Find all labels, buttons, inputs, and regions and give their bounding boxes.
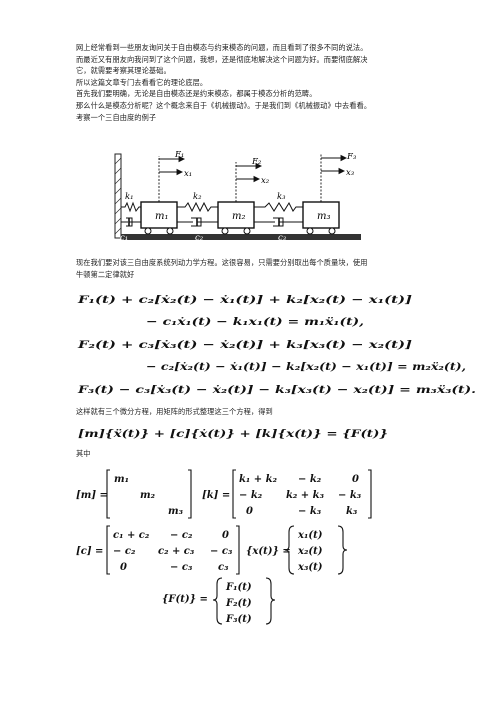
force-label-1: F₁ [174,150,184,160]
k-entry: k₁ + k₂ [239,474,278,485]
f-vector-label: {F(t)} = [162,594,208,605]
force-label-3: F₃ [346,152,357,162]
k-entry: − k₂ [298,474,322,485]
k-matrix-label: [k] = [202,490,230,501]
m-matrix-label: [m] = [76,490,108,501]
k-entry: 0 [352,474,359,485]
spring-2 [177,201,218,213]
spring-1 [121,201,141,213]
spring-label-2: k₂ [193,192,202,202]
mass-label-3: m₃ [317,211,331,222]
wheels [144,227,336,235]
intro-line: 首先我们要明确，无论是自由模态还是约束模态，都属于模态分析的范畴。 [76,89,317,99]
c-entry: − c₂ [113,546,136,557]
disp-label-2: x₂ [261,176,270,186]
spring-label-1: k₁ [125,192,134,202]
damper-label-3: c₃ [278,233,287,243]
intro-line: 它，就需要考察其理论基础。 [76,66,171,76]
where-label: 其中 [76,448,436,460]
k-matrix-brackets [232,469,372,519]
equation-1a: F₁(t) + c₂[ẋ₂(t) − ẋ₁(t)] + k₂[x₂(t) − x… [77,294,412,306]
damper-1 [121,217,141,227]
c-entry: − c₃ [170,562,193,573]
intro-paragraph: 网上经常看到一些朋友询问关于自由模态与约束模态的问题，而且看到了很多不同的说法。… [76,42,436,123]
equation-3: F₃(t) − c₃[ẋ₃(t) − ẋ₂(t)] − k₃[x₃(t) − x… [77,384,476,396]
intro-line: 那么什么是模态分析呢？这个概念来自于《机械振动》。于是我们到《机械振动》中去看看… [76,100,372,110]
spring-label-3: k₃ [277,192,286,202]
matrix-equation: [m]{ẍ(t)} + [c]{ẋ(t)} + [k]{x(t)} = {F(t… [78,428,388,440]
k-entry: − k₂ [239,490,263,501]
middle-line: 现在我们要对该三自由度系统列动力学方程。这很容易，只需要分别取出每个质量块，使用 [76,258,368,267]
m-matrix-brackets [106,469,192,519]
c-entry: − c₂ [170,530,193,541]
ground [121,234,361,240]
damper-label-1: c₁ [120,233,128,243]
intro-line: 所以这篇文章专门去看看它的理论底层。 [76,77,208,87]
k-entry: k₂ + k₃ [286,490,325,501]
equation-1b: − c₁ẋ₁(t) − k₁x₁(t) = m₁ẍ₁(t), [146,316,364,328]
k-entry: − k₃ [298,506,322,517]
f-vector-braces [212,577,276,625]
matrix-intro: 这样就有三个微分方程，用矩阵的形式整理这三个方程，得到 [76,406,436,418]
disp-label-3: x₃ [346,168,355,178]
intro-line: 网上经常看到一些朋友询问关于自由模态与约束模态的问题，而且看到了很多不同的说法。 [76,43,368,52]
disp-label-1: x₁ [184,169,192,179]
mass-label-1: m₁ [155,211,169,222]
c-entry: 0 [222,530,229,541]
k-entry: k₃ [346,506,358,517]
intro-line: 而最近又有朋友向我问到了这个问题，我想，还是彻底地解决这个问题为好。而要彻底解决 [76,54,368,64]
damper-label-2: c₂ [195,233,204,243]
equation-2a: F₂(t) + c₃[ẋ₃(t) − ẋ₂(t)] + k₃[x₃(t) − x… [77,339,412,351]
f-entry: F₁(t) [225,582,252,593]
middle-line: 牛顿第二定律就好 [76,269,135,279]
k-entry: − k₃ [338,490,362,501]
x-vector-braces [284,525,348,575]
m-entry: m₃ [168,506,184,517]
matrix-equation-text: [m]{ẍ(t)} + [c]{ẋ(t)} + [k]{x(t)} = {F(t… [78,428,388,440]
c-entry: 0 [120,562,127,573]
equation-2b: − c₂[ẋ₂(t) − ẋ₁(t)] − k₂[x₂(t) − x₁(t)] … [146,361,466,373]
c-matrix-label: [c] = [76,546,103,557]
damper-2 [177,217,218,227]
equations-of-motion: F₁(t) + c₂[ẋ₂(t) − ẋ₁(t)] + k₂[x₂(t) − x… [77,294,476,396]
force-label-2: F₂ [251,157,262,167]
force-arrows [158,154,348,202]
wall [114,153,122,239]
matrix-definitions: [m] = m₁ m₂ m₃ [k] = k₁ + k₂ − k₂ 0 − k₂… [76,469,372,625]
f-entry: F₂(t) [225,598,252,609]
matrix-intro-line: 这样就有三个微分方程，用矩阵的形式整理这三个方程，得到 [76,407,273,416]
damper-3 [254,217,303,227]
c-entry: − c₃ [210,546,233,557]
middle-paragraph: 现在我们要对该三自由度系统列动力学方程。这很容易，只需要分别取出每个质量块，使用… [76,257,436,280]
intro-line: 考察一个三自由度的例子 [76,112,157,122]
where-label-text: 其中 [76,449,91,458]
three-dof-system-figure: m₁ m₂ m₃ k₁ k₂ k₃ [114,150,361,243]
wall-hatch [114,157,122,235]
k-entry: 0 [246,506,253,517]
c-entry: c₁ + c₂ [113,530,150,541]
spring-3 [254,201,303,212]
mass-block-1 [140,201,178,229]
x-entry: x₂(t) [297,546,323,557]
mass-block-2 [217,201,255,229]
c-entry: c₃ [218,562,229,573]
c-entry: c₂ + c₃ [158,546,195,557]
x-entry: x₃(t) [297,562,323,573]
mass-label-2: m₂ [232,211,246,222]
x-vector-label: {x(t)} = [246,546,291,557]
f-entry: F₃(t) [225,614,252,625]
c-matrix-brackets [106,525,240,575]
m-entry: m₂ [140,490,156,501]
m-entry: m₁ [114,474,129,485]
x-entry: x₁(t) [297,530,323,541]
